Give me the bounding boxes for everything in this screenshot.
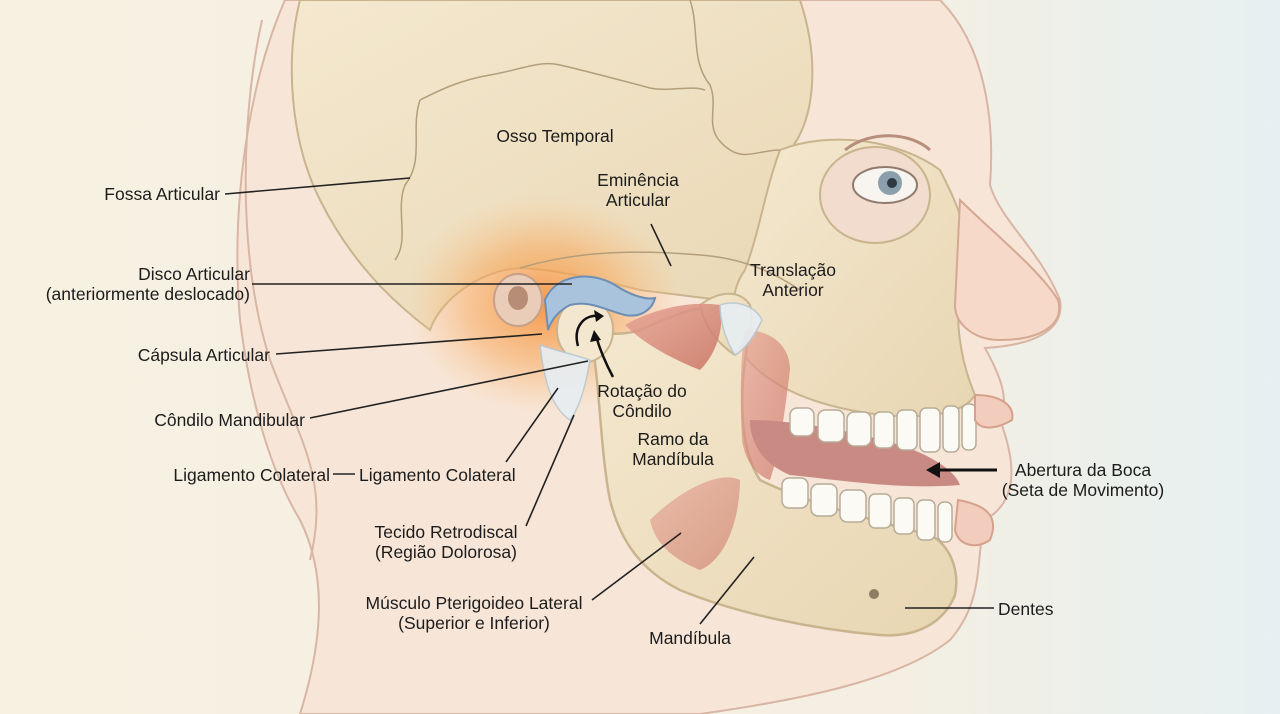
- upper-lip: [974, 393, 1014, 429]
- pupil: [887, 178, 897, 188]
- label-tecido-retrodiscal: Tecido Retrodiscal (Região Dolorosa): [374, 522, 518, 562]
- ear-canal: [508, 286, 528, 310]
- suture-2: [419, 62, 706, 101]
- rotation-arrow-2-head: [590, 330, 601, 342]
- lateral-pterygoid-muscle: [625, 303, 722, 370]
- label-ligamento-colateral-right: Ligamento Colateral: [359, 465, 516, 485]
- upper-teeth: [789, 403, 977, 453]
- suture-1: [689, 0, 781, 156]
- articular-disc: [543, 275, 657, 331]
- label-disco-articular: Disco Articular (anteriormente deslocado…: [45, 264, 250, 304]
- label-rotacao-condilo: Rotação do Côndilo: [597, 381, 687, 421]
- label-eminencia-articular: Eminência Articular: [597, 170, 679, 210]
- brow: [844, 134, 932, 152]
- ramus-muscle: [650, 477, 740, 570]
- anterior-ligament: [719, 302, 763, 356]
- label-ligamento-colateral-left: Ligamento Colateral: [173, 465, 330, 485]
- mouth-opening-arrowhead: [926, 462, 940, 478]
- neck-contour: [244, 19, 318, 561]
- lower-teeth: [781, 477, 953, 543]
- label-fossa-articular: Fossa Articular: [104, 184, 220, 204]
- label-condilo-mandibular: Côndilo Mandibular: [154, 410, 305, 430]
- label-mandibula: Mandíbula: [649, 628, 731, 648]
- label-translacao-anterior: Translação Anterior: [750, 260, 836, 300]
- label-ramo-mandibula: Ramo da Mandíbula: [632, 429, 714, 469]
- suture-4: [519, 251, 801, 291]
- label-musculo-pterigoideo: Músculo Pterigoideo Lateral (Superior e …: [365, 593, 583, 633]
- rotation-arrow-1-head: [594, 310, 604, 322]
- label-capsula-articular: Cápsula Articular: [137, 345, 270, 365]
- label-osso-temporal: Osso Temporal: [496, 126, 614, 146]
- mental-foramen: [869, 589, 879, 599]
- nose: [953, 197, 1061, 342]
- lower-lip: [953, 498, 995, 547]
- suture-3: [394, 99, 421, 261]
- leader-lines: [224, 177, 994, 625]
- label-abertura-boca: Abertura da Boca (Seta de Movimento): [1001, 460, 1165, 500]
- label-dentes: Dentes: [998, 599, 1054, 619]
